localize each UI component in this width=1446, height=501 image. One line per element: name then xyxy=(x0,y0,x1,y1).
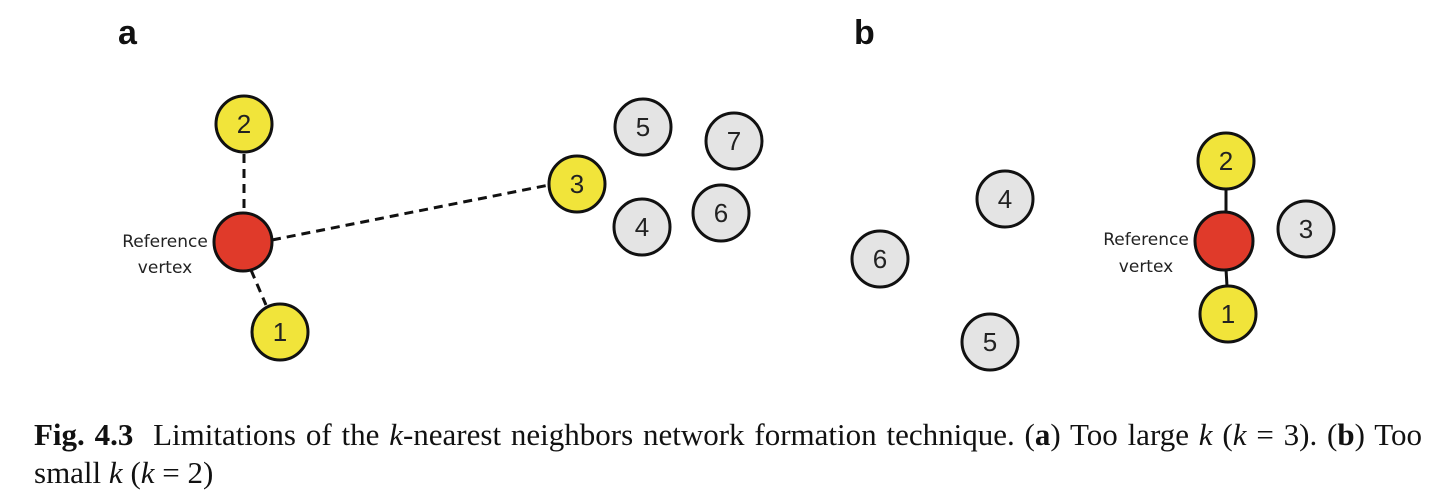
caption-k-2: k xyxy=(1198,417,1213,452)
caption-text-6: ) Too small xyxy=(34,417,1422,490)
caption-text-8: = 2) xyxy=(154,455,214,490)
neighbor-node-3-label: 3 xyxy=(570,169,584,199)
other-node-6-b xyxy=(850,229,910,289)
caption-text-5: = 3). ( xyxy=(1246,417,1338,452)
caption-k-4: k xyxy=(108,455,123,490)
reference-label-line1: Reference xyxy=(122,232,208,252)
panel-b-letter: b xyxy=(854,14,875,52)
other-node-6 xyxy=(691,183,751,243)
panel-b: b 4 6 5 2 Reference vertex 1 3 xyxy=(850,14,1336,372)
other-node-5-b xyxy=(960,312,1020,372)
reference-vertex-node-b xyxy=(1193,210,1255,272)
other-node-6-b-label: 6 xyxy=(873,244,887,274)
neighbor-node-2-b-label: 2 xyxy=(1219,146,1233,176)
other-node-3-b xyxy=(1276,199,1336,259)
neighbor-node-1-label: 1 xyxy=(273,317,287,347)
reference-label-line2: vertex xyxy=(138,258,192,278)
panel-a-letter: a xyxy=(118,14,138,52)
edge-ref-to-1-b xyxy=(1224,268,1229,287)
caption-panel-b-ref: b xyxy=(1337,417,1355,452)
other-node-4 xyxy=(612,197,672,257)
reference-vertex-node xyxy=(212,211,274,273)
other-node-7-label: 7 xyxy=(727,126,741,156)
knn-diagram: a 2 Reference vertex 1 3 5 7 4 6 b 4 6 5 xyxy=(118,14,1336,372)
other-node-6-label: 6 xyxy=(714,198,728,228)
neighbor-node-1 xyxy=(250,302,310,362)
caption-k-1: k xyxy=(389,417,403,452)
other-node-5-label: 5 xyxy=(636,112,650,142)
caption-panel-a-ref: a xyxy=(1034,417,1051,452)
reference-label-b-line2: vertex xyxy=(1119,257,1173,277)
caption-k-5: k xyxy=(140,455,155,490)
figure-caption: Fig. 4.3 Limitations of the k-nearest ne… xyxy=(34,416,1422,492)
caption-k-3: k xyxy=(1232,417,1247,452)
caption-fig-label: Fig. 4.3 xyxy=(34,417,134,452)
other-node-5 xyxy=(613,97,673,157)
other-node-4-b xyxy=(975,169,1035,229)
other-node-3-b-label: 3 xyxy=(1299,214,1313,244)
caption-text-2: -nearest neighbors network formation tec… xyxy=(402,417,1035,452)
edge-ref-to-3 xyxy=(271,183,550,242)
caption-text-1: Limitations of the xyxy=(153,417,390,452)
neighbor-node-2-b xyxy=(1196,131,1256,191)
neighbor-node-1-b xyxy=(1198,284,1258,344)
edge-ref-to-1 xyxy=(249,269,268,306)
panel-a: a 2 Reference vertex 1 3 5 7 4 6 xyxy=(118,14,764,362)
caption-text-4: ( xyxy=(1212,417,1233,452)
caption-text-7: ( xyxy=(122,455,141,490)
neighbor-node-2-label: 2 xyxy=(237,109,251,139)
other-node-4-label: 4 xyxy=(635,212,649,242)
other-node-5-b-label: 5 xyxy=(983,327,997,357)
neighbor-node-3 xyxy=(547,154,607,214)
other-node-7 xyxy=(704,111,764,171)
caption-text-3: ) Too large xyxy=(1050,417,1199,452)
reference-label-b-line1: Reference xyxy=(1103,230,1189,250)
neighbor-node-1-b-label: 1 xyxy=(1221,299,1235,329)
other-node-4-b-label: 4 xyxy=(998,184,1012,214)
neighbor-node-2 xyxy=(214,94,274,154)
